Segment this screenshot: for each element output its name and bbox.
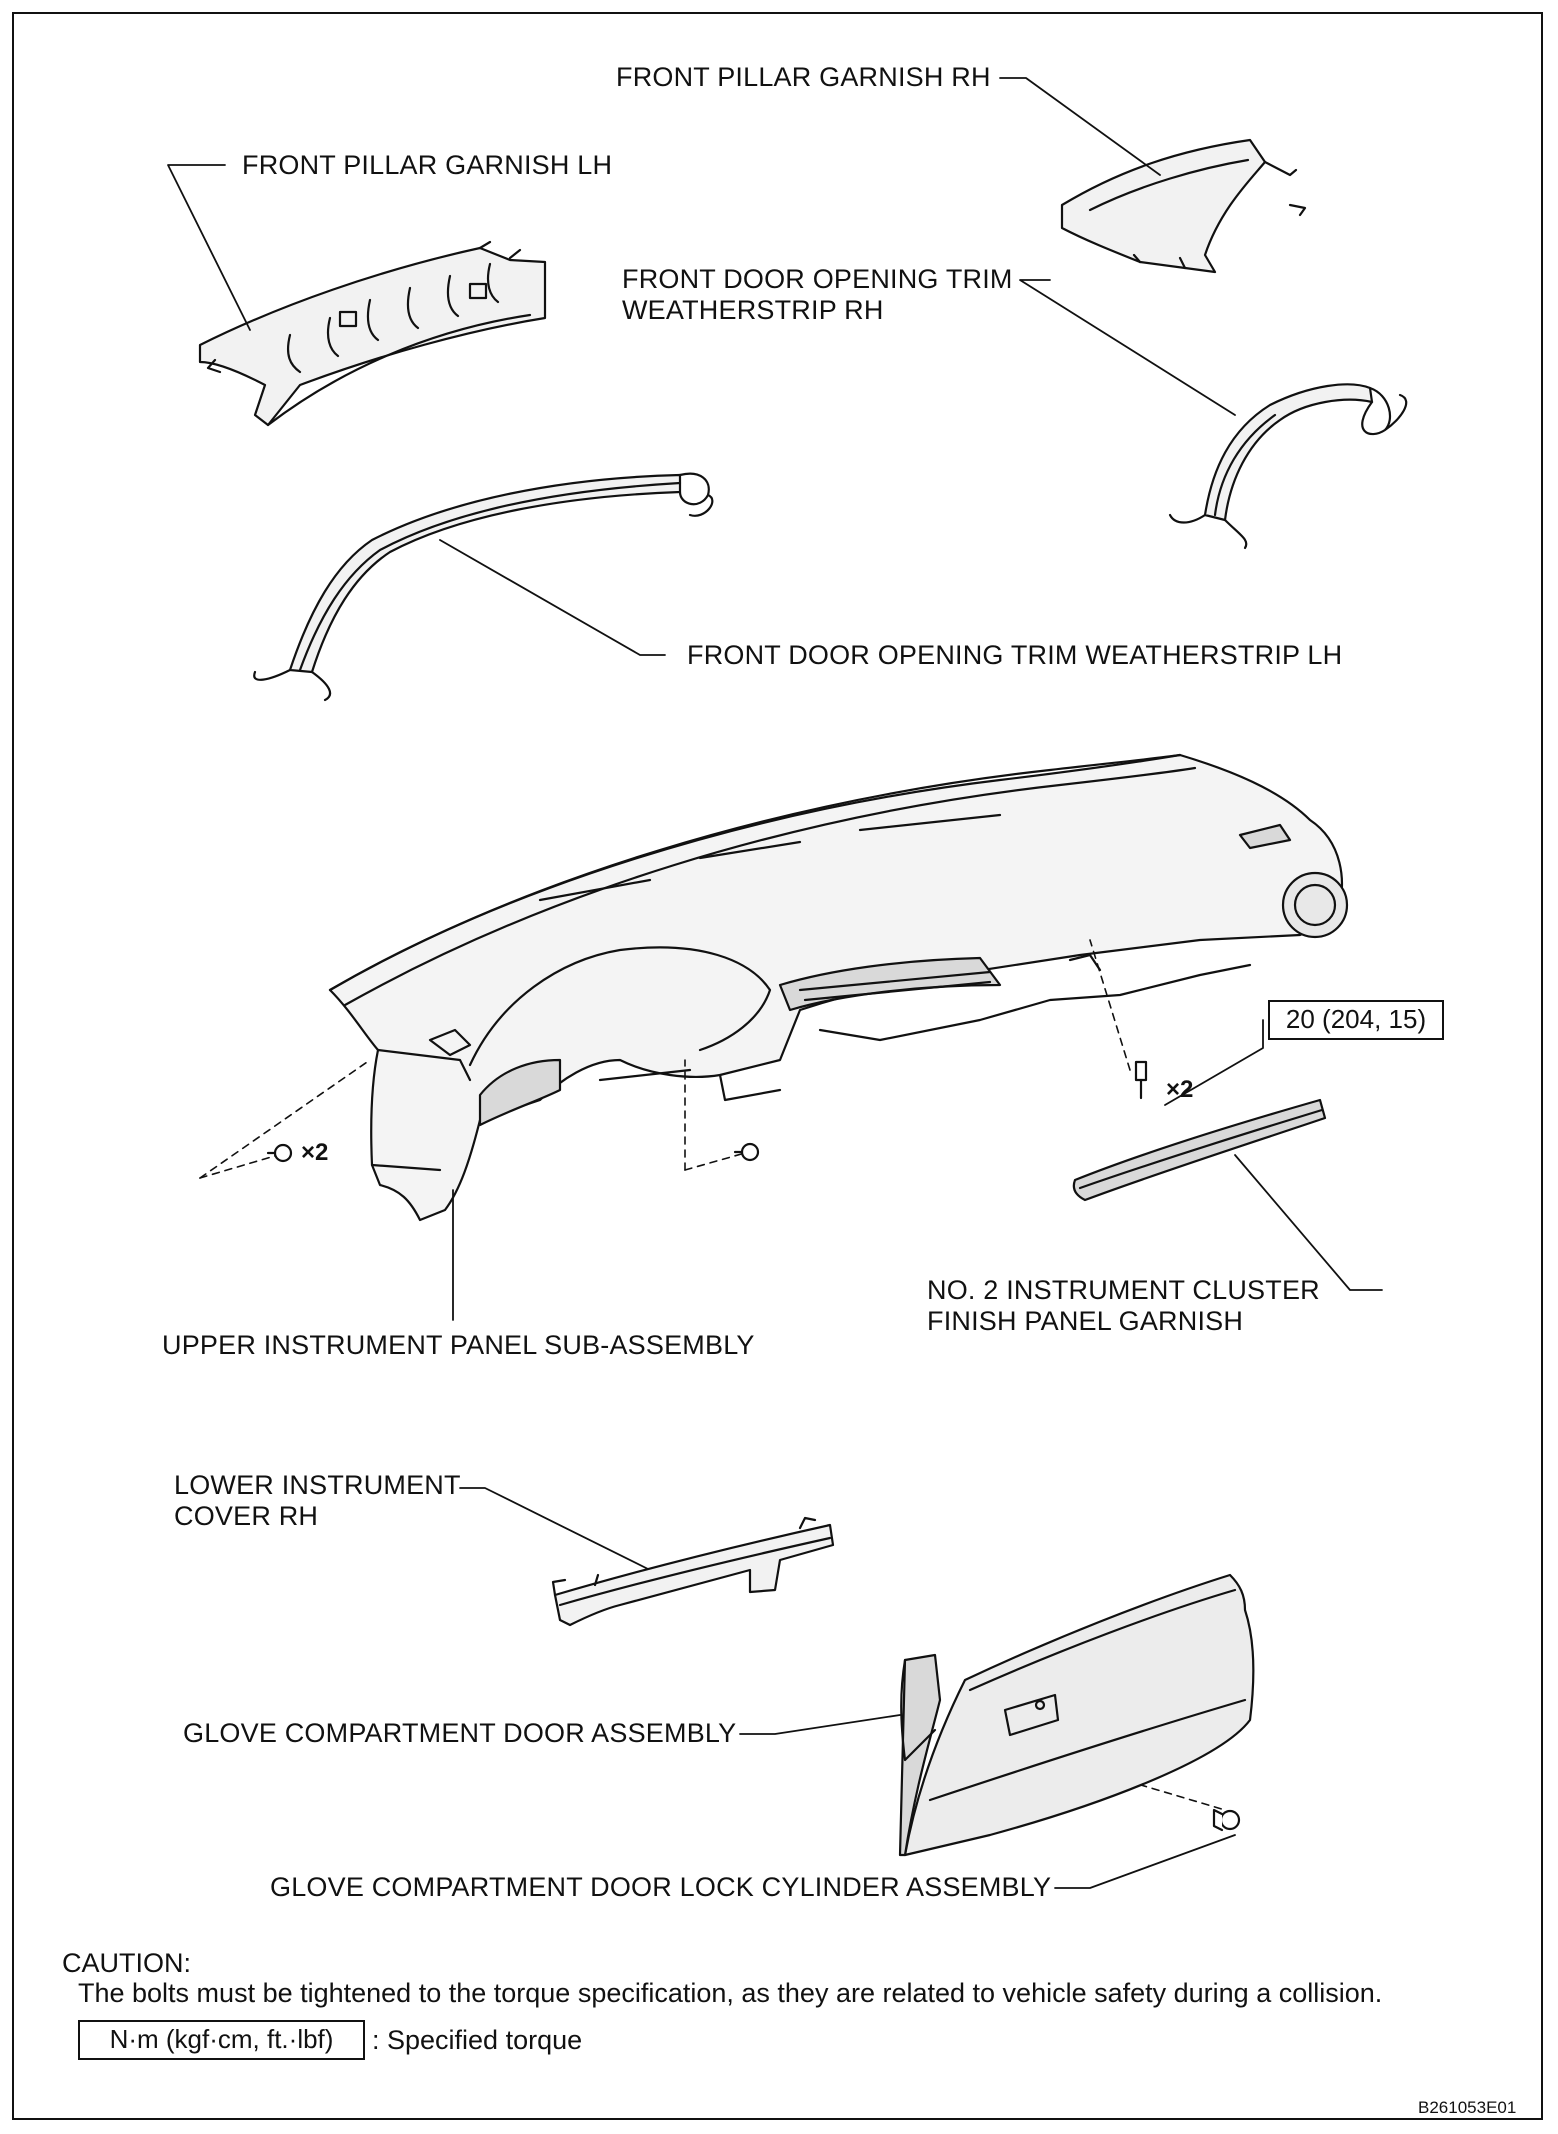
- front-pillar-garnish-lh: [198, 240, 547, 427]
- legend-torque-unit-box: N·m (kgf·cm, ft.·lbf): [78, 2020, 365, 2060]
- front-pillar-garnish-rh: [1060, 138, 1307, 274]
- door-trim-weatherstrip-lh: [253, 472, 714, 702]
- lower-instrument-cover-rh: [551, 1516, 835, 1627]
- label-glove-compartment-door: GLOVE COMPARTMENT DOOR ASSEMBLY: [183, 1718, 737, 1748]
- door-trim-weatherstrip-rh: [1168, 383, 1408, 550]
- label-cluster-finish-panel-garnish: NO. 2 INSTRUMENT CLUSTER FINISH PANEL GA…: [927, 1275, 1320, 1337]
- bolts: [266, 1060, 1241, 1832]
- figure-code: B261053E01: [1418, 2098, 1517, 2117]
- label-front-pillar-garnish-lh: FRONT PILLAR GARNISH LH: [242, 150, 613, 180]
- label-cluster-garnish-line1: NO. 2 INSTRUMENT CLUSTER: [927, 1275, 1320, 1305]
- label-upper-instrument-panel: UPPER INSTRUMENT PANEL SUB-ASSEMBLY: [162, 1330, 755, 1360]
- figure-frame: [12, 12, 1543, 2120]
- right-bolt-quantity: ×2: [1166, 1076, 1194, 1103]
- label-door-trim-rh-line1: FRONT DOOR OPENING TRIM: [622, 264, 1013, 294]
- left-bolt-quantity: ×2: [301, 1139, 329, 1166]
- label-lower-instrument-cover-rh: LOWER INSTRUMENT COVER RH: [174, 1470, 461, 1532]
- upper-instrument-panel: [328, 753, 1349, 1222]
- glove-compartment-door: [898, 1573, 1255, 1857]
- label-door-trim-weatherstrip-rh: FRONT DOOR OPENING TRIM WEATHERSTRIP RH: [622, 264, 1013, 326]
- label-cluster-garnish-line2: FINISH PANEL GARNISH: [927, 1306, 1244, 1336]
- caution-text: The bolts must be tightened to the torqu…: [78, 1978, 1383, 2008]
- torque-spec-box: 20 (204, 15): [1268, 1000, 1444, 1040]
- legend-description: : Specified torque: [372, 2025, 583, 2055]
- label-door-trim-weatherstrip-lh: FRONT DOOR OPENING TRIM WEATHERSTRIP LH: [687, 640, 1343, 670]
- label-lock-cylinder: GLOVE COMPARTMENT DOOR LOCK CYLINDER ASS…: [270, 1872, 1052, 1902]
- cluster-finish-panel-garnish: [1072, 1098, 1327, 1202]
- leader-lines: [167, 77, 1383, 1889]
- label-door-trim-rh-line2: WEATHERSTRIP RH: [622, 295, 884, 325]
- label-lower-cover-line1: LOWER INSTRUMENT: [174, 1470, 461, 1500]
- label-front-pillar-garnish-rh: FRONT PILLAR GARNISH RH: [616, 62, 991, 92]
- caution-title: CAUTION:: [62, 1948, 192, 1978]
- label-lower-cover-line2: COVER RH: [174, 1501, 319, 1531]
